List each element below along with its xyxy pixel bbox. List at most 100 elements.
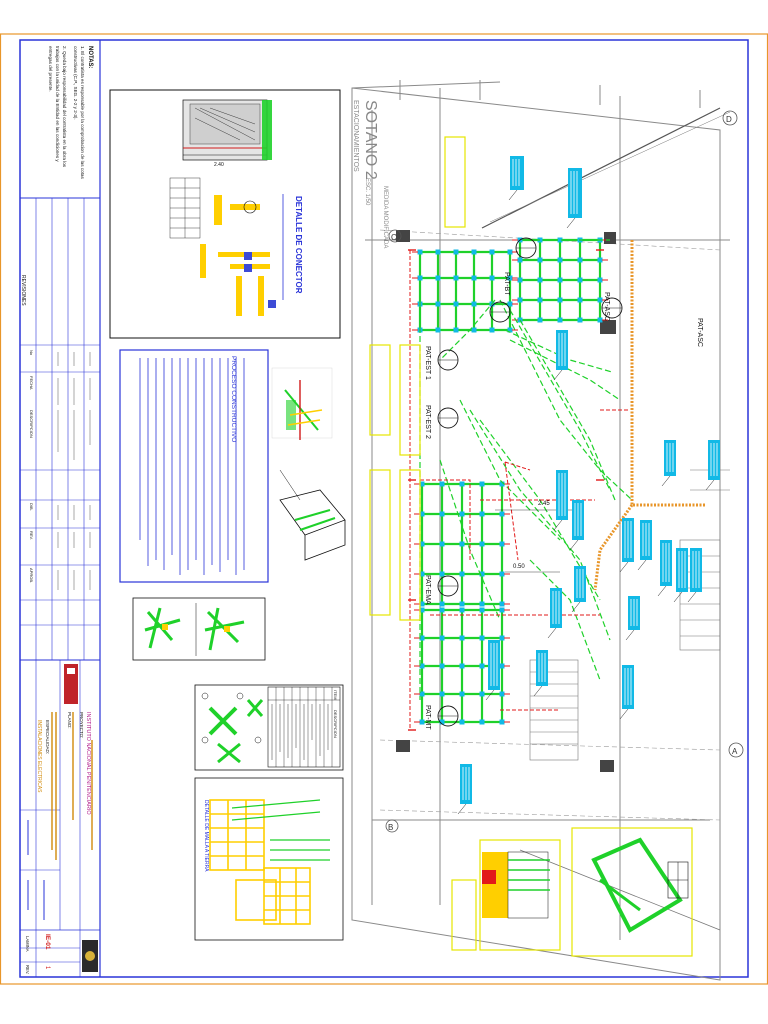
grid-node — [499, 481, 505, 487]
grid-node — [517, 257, 523, 263]
grid-node — [459, 691, 465, 697]
circuit-tag-box — [568, 168, 582, 218]
circuit-tag-leader — [705, 479, 715, 491]
grid-node — [419, 481, 425, 487]
circuit-tag-leader — [547, 627, 557, 639]
grid-node — [459, 719, 465, 725]
pat-label-ema: PAT-EMA — [424, 575, 431, 605]
floor-plan: D C B A SOTANO 2 ESTACIONAMIENTOS ESC. 1… — [351, 80, 744, 981]
pat-label-est-2: PAT-EST 2 — [424, 405, 431, 439]
circuit-tag — [625, 596, 640, 641]
grid-node — [517, 297, 523, 303]
grid-node — [435, 275, 441, 281]
grid-node — [597, 317, 603, 323]
circuit-tag-leader — [625, 629, 635, 641]
circuit-tag — [705, 440, 720, 491]
grid-node — [479, 719, 485, 725]
circuit-tag-leader — [553, 369, 563, 381]
circuit-tag-leader — [457, 803, 467, 815]
grid-node — [479, 511, 485, 517]
mesh-detail-panel: DETALLE DE MALLA A TIERRA — [194, 777, 344, 941]
outer-frame — [0, 33, 768, 985]
pat-label-asc-2: PAT-ASC — [696, 318, 703, 347]
grid-node — [439, 481, 445, 487]
grid-node — [499, 511, 505, 517]
circuit-tag — [508, 156, 524, 201]
grid-node — [507, 249, 513, 255]
grid-node — [459, 541, 465, 547]
grid-node — [453, 249, 459, 255]
grid-node — [439, 635, 445, 641]
project-label: PROYECTO: — [79, 712, 84, 738]
grid-node — [439, 541, 445, 547]
ground-grid — [512, 237, 608, 323]
grid-node — [479, 663, 485, 669]
grid-node — [459, 481, 465, 487]
institution-name: INSTITUTO NACIONAL PENITENCIARIO — [85, 712, 91, 815]
circuit-tag — [485, 640, 500, 701]
circuit-tag-box — [510, 156, 524, 190]
grid-node — [489, 275, 495, 281]
wall-note: MEDIDA MODIFICADA — [382, 186, 388, 248]
revision-number: 1 — [44, 966, 50, 970]
green-detail-panel — [132, 597, 266, 661]
level-subtitle: ESTACIONAMIENTOS — [352, 100, 359, 172]
circuit-tag — [569, 500, 584, 551]
grid-node — [537, 257, 543, 263]
grid-node — [597, 257, 603, 263]
diagonal-wall — [481, 107, 721, 229]
grid-node — [557, 257, 563, 263]
grid-node — [479, 607, 485, 613]
grid-node — [439, 607, 445, 613]
circuit-tag — [687, 548, 702, 603]
circuit-tag-leader — [673, 591, 683, 603]
circuit-tag — [566, 168, 582, 229]
grid-node — [577, 257, 583, 263]
circuit-tag-leader — [637, 559, 647, 571]
red-circuits — [409, 250, 630, 730]
grid-node — [435, 249, 441, 255]
grid-node — [419, 571, 425, 577]
pat-label-mt: PAT-MT — [424, 705, 431, 730]
notes-header: NOTAS: — [87, 46, 93, 69]
plan-label: PLANO: — [67, 712, 72, 729]
process-panel: PROCESO CONSTRUCTIVO — [119, 349, 269, 583]
grid-node — [557, 297, 563, 303]
dimension-0-50: 0.50 — [513, 564, 525, 570]
grid-node — [471, 249, 477, 255]
notes-line-3: 2. Queda bajo responsabilidad del contra… — [62, 46, 67, 168]
pat-label-est-1: PAT-EST 1 — [424, 346, 431, 380]
circuit-tag — [619, 665, 634, 720]
circuit-tag-leader — [485, 689, 495, 701]
ground-grid — [412, 249, 518, 333]
grid-label-b: B — [388, 823, 393, 832]
grid-node — [499, 541, 505, 547]
yellow-frames — [369, 136, 693, 957]
cyan-tags — [457, 156, 720, 815]
items-header-desc: DESCRIPCION — [333, 710, 338, 738]
revision-label: REV. — [25, 965, 30, 974]
grid-node — [471, 275, 477, 281]
grid-node — [489, 327, 495, 333]
grid-label-d: D — [726, 115, 732, 124]
grid-node — [435, 327, 441, 333]
ground-pits — [437, 237, 623, 727]
grid-label-c: C — [391, 233, 397, 242]
grid-node — [419, 601, 425, 607]
process-title: PROCESO CONSTRUCTIVO — [230, 356, 237, 442]
grid-label-a: A — [732, 747, 738, 756]
grid-node — [499, 635, 505, 641]
level-title: SOTANO 2 — [362, 100, 379, 180]
grid-node — [459, 663, 465, 669]
notes-line-2: constructivas (C.P., SEG. 2-2 y 2-3). — [73, 46, 78, 120]
notes-line-1: 1. El contratista es responsable por la … — [80, 46, 85, 179]
grid-node — [435, 301, 441, 307]
grid-node — [507, 275, 513, 281]
circuit-tag-leader — [687, 591, 697, 603]
drawing-border — [19, 39, 749, 978]
notes-line-5: entregas del presente. — [48, 46, 53, 92]
grid-node — [597, 277, 603, 283]
grid-node — [557, 277, 563, 283]
grid-node — [453, 327, 459, 333]
circuit-tag — [657, 540, 672, 597]
